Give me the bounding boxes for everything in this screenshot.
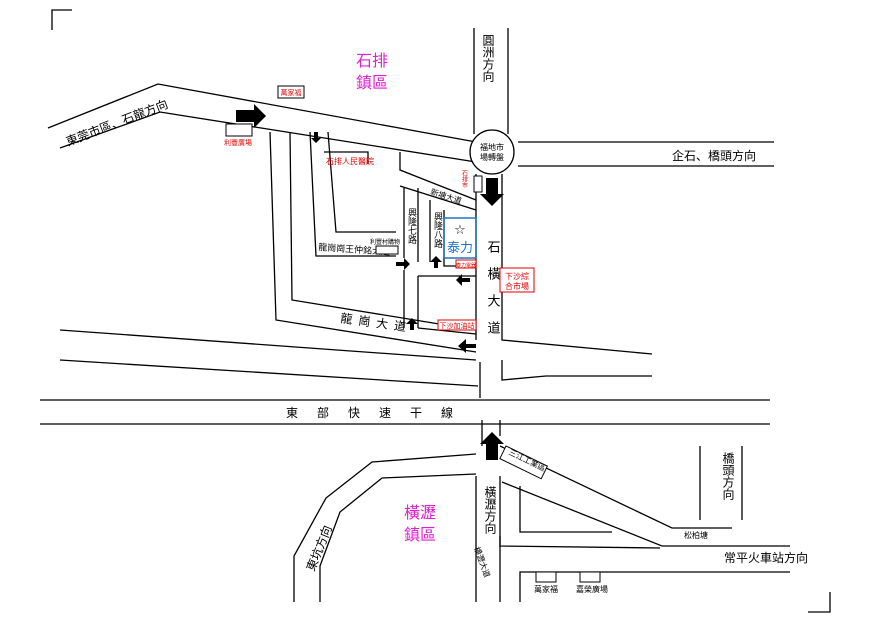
lifeng-block bbox=[225, 123, 253, 137]
direction-arrows bbox=[236, 104, 504, 460]
road-label-yuanzhou: 圓洲方向 bbox=[481, 34, 495, 82]
landmark-xiasha-market-2: 合市場 bbox=[505, 281, 529, 291]
arrow-up-small-icon bbox=[430, 256, 442, 268]
road-label-dongguan: 東莞市區、石龍方向 bbox=[64, 96, 170, 149]
road-label-changping: 常平火車站方向 bbox=[724, 550, 808, 565]
district-label-shipai: 石排 bbox=[356, 51, 388, 70]
roundabout-label-2: 場轉盤 bbox=[480, 152, 504, 162]
road-label-dongbu: 東部快速干線 bbox=[286, 405, 472, 420]
landmark-lifeng: 利豐廣場 bbox=[224, 138, 252, 147]
jiarong-block bbox=[579, 571, 601, 583]
road-label-xintang: 新塘大道 bbox=[429, 186, 463, 205]
target-frame bbox=[443, 217, 477, 259]
district-label-hengli-2: 鎮區 bbox=[404, 525, 436, 544]
arrow-right-icon bbox=[236, 104, 266, 128]
arrow-down-icon bbox=[480, 178, 504, 206]
roundabout-label: 福地市 bbox=[480, 142, 504, 152]
xiasha-gas-block bbox=[437, 319, 477, 331]
road-label-shiheng: 石橫大道 bbox=[485, 240, 501, 348]
road-label-henglidir: 橫瀝方向 bbox=[483, 486, 497, 534]
target-location[interactable]: ☆ 泰力 bbox=[443, 217, 477, 259]
arrow-down-small-icon bbox=[311, 132, 321, 143]
road-label-xinglong7: 興隆七路 bbox=[406, 208, 417, 245]
road-label-qishi: 企石、橋頭方向 bbox=[672, 148, 756, 163]
district-label-hengli: 橫瀝 bbox=[404, 503, 436, 522]
landmark-blocks bbox=[225, 85, 601, 583]
corner-mark-bottom-right bbox=[808, 592, 831, 613]
road-label-hengli-dadao: 横瀝大道 bbox=[472, 545, 492, 578]
road-label-xinglong8: 興隆八路 bbox=[432, 212, 443, 249]
landmark-xiasha-gas: 下沙加油站 bbox=[440, 321, 475, 330]
arrow-up-small-icon bbox=[406, 318, 418, 330]
wanjiafu-bottom-block bbox=[535, 571, 557, 583]
landmark-xiasha-market: 下沙綜 bbox=[505, 271, 529, 281]
road-label-qiaotou: 橋頭方向 bbox=[721, 452, 735, 500]
landmark-shipai-market: 石排市 bbox=[461, 170, 468, 189]
road-network bbox=[40, 28, 790, 602]
arrow-left-small-icon bbox=[456, 274, 470, 286]
corner-mark-top-left bbox=[51, 9, 72, 30]
xiasha-market-block bbox=[499, 267, 535, 293]
arrow-up-icon bbox=[480, 432, 504, 460]
landmark-hospital: 石排人民醫院 bbox=[326, 156, 374, 166]
landmark-wanjiafu-top: 萬家福 bbox=[281, 88, 302, 97]
wanjiafu-top-block bbox=[277, 85, 305, 99]
landmark-wanjiafu-bottom: 萬家福 bbox=[534, 584, 558, 594]
landmark-songbai: 松柏塘 bbox=[684, 530, 708, 540]
landmark-near-target: 泰力電器 bbox=[456, 262, 476, 269]
gas-block bbox=[473, 175, 483, 193]
arrow-left-icon bbox=[458, 339, 476, 353]
sanjiang-block bbox=[499, 445, 549, 480]
star-icon: ☆ bbox=[454, 223, 466, 238]
lifeng-store-block bbox=[375, 245, 399, 255]
near-target-block bbox=[455, 259, 477, 269]
target-label: 泰力 bbox=[447, 241, 473, 256]
district-label-shipai-2: 鎮區 bbox=[356, 73, 388, 92]
landmark-lifeng-store: 利豐村購物 bbox=[370, 238, 400, 246]
arrow-right-small-icon bbox=[396, 258, 410, 270]
landmark-jiarong: 嘉榮廣場 bbox=[576, 584, 608, 594]
